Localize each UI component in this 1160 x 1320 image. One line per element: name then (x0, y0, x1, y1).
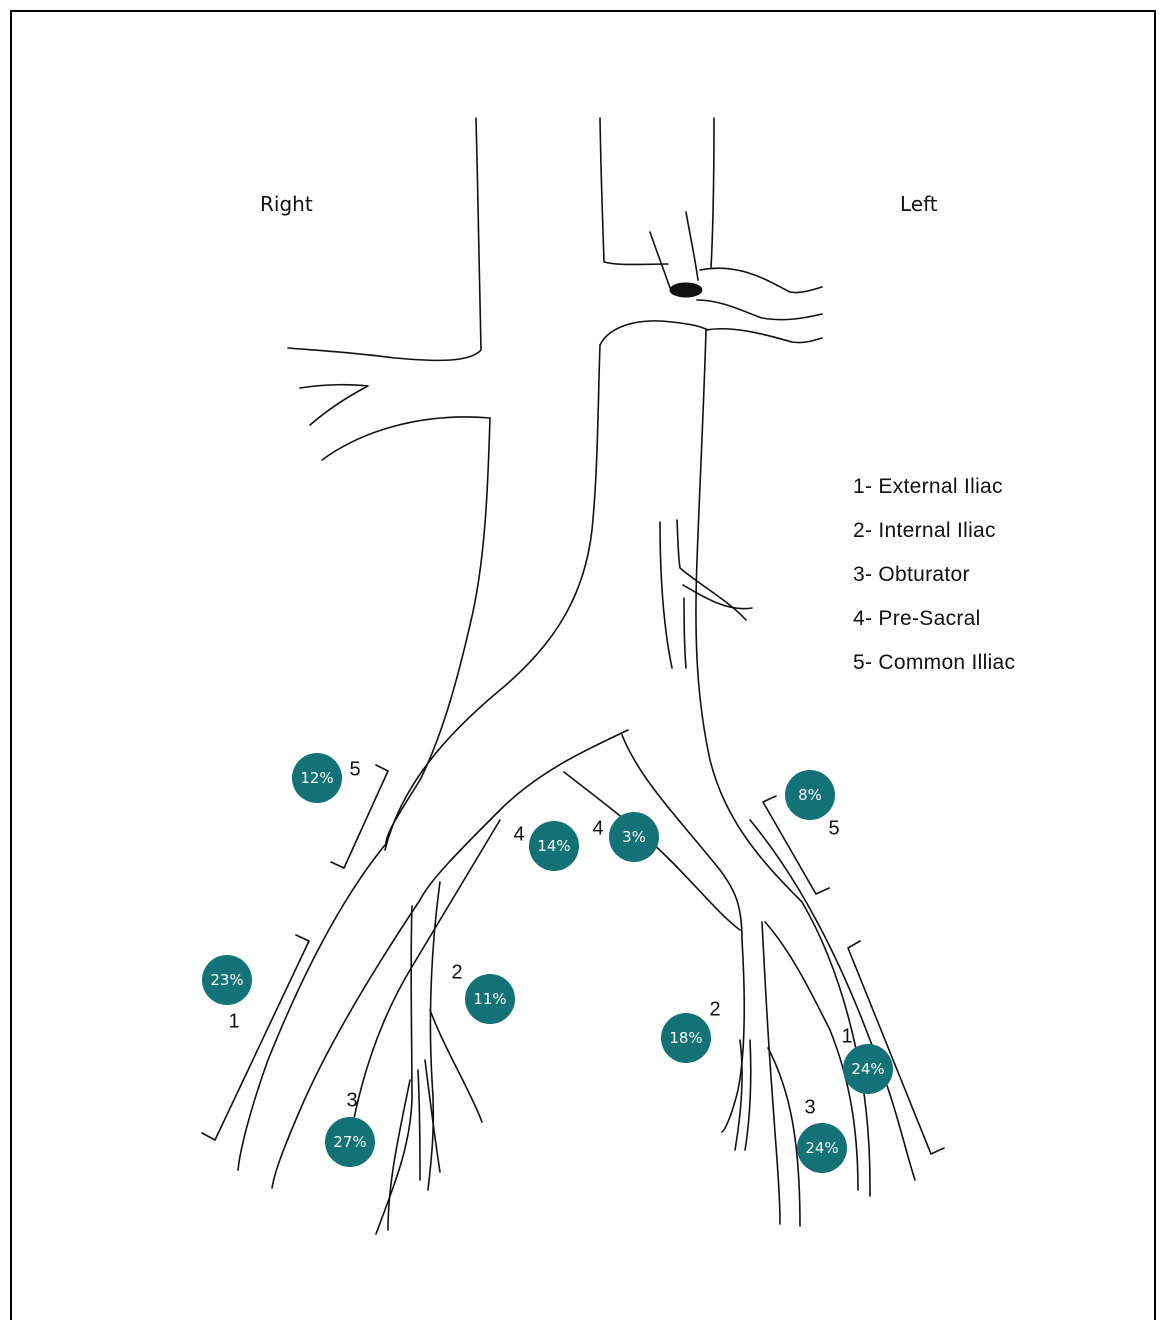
small-vessel-left-c (684, 598, 686, 668)
right-internal-b (428, 882, 440, 1190)
number-right-presacral: 4 (513, 824, 524, 847)
badge-left-external: 24% (843, 1044, 893, 1094)
vessel-lumen (670, 283, 702, 297)
right-side-label: Right (260, 192, 313, 216)
legend: 1- External Iliac 2- Internal Iliac 3- O… (853, 472, 1015, 692)
badge-right-presacral: 14% (529, 821, 579, 871)
renal-vein-left-upper (700, 268, 822, 292)
badge-left-presacral: 3% (609, 812, 659, 862)
legend-item-obturator: 3- Obturator (853, 560, 1015, 604)
legend-item-internal-iliac: 2- Internal Iliac (853, 516, 1015, 560)
badge-right-external: 23% (202, 955, 252, 1005)
left-internal-f (768, 1048, 800, 1226)
badge-right-common: 12% (292, 753, 342, 803)
ivc-right-wall (288, 118, 481, 360)
aorta-upper-right (711, 118, 714, 268)
left-side-label: Left (900, 192, 938, 216)
renal-vein-left-lower (697, 300, 822, 320)
aorta-upper-left (600, 118, 668, 265)
renal-vein-right-lower (322, 417, 490, 460)
number-left-external: 1 (841, 1026, 852, 1049)
number-right-external: 1 (228, 1011, 239, 1034)
badge-left-common: 8% (785, 770, 835, 820)
badge-left-internal: 18% (661, 1013, 711, 1063)
aorta-cross-top (600, 321, 708, 345)
ivc-wall-inner (386, 418, 490, 845)
legend-item-pre-sacral: 4- Pre-Sacral (853, 604, 1015, 648)
right-internal-f (388, 1080, 410, 1230)
number-left-obturator: 3 (804, 1097, 815, 1120)
left-internal-b (762, 922, 780, 1224)
small-vessel-left-b (677, 520, 746, 620)
number-left-common: 5 (828, 818, 839, 841)
number-right-obturator: 3 (346, 1090, 357, 1113)
aorta-left-wall (696, 330, 802, 902)
badge-left-obturator: 24% (797, 1123, 847, 1173)
small-vessel-left-a (660, 522, 672, 668)
small-branch-right (686, 212, 698, 280)
renal-vein-left-bottom (706, 329, 822, 343)
number-left-internal: 2 (709, 999, 720, 1022)
right-internal-c (430, 1010, 482, 1122)
badge-right-obturator: 27% (325, 1117, 375, 1167)
number-right-internal: 2 (451, 962, 462, 985)
legend-item-external-iliac: 1- External Iliac (853, 472, 1015, 516)
right-internal-a (376, 906, 412, 1234)
legend-item-common-iliac: 5- Common Illiac (853, 648, 1015, 692)
right-internal-e (418, 1070, 420, 1180)
left-internal-e (745, 1040, 751, 1150)
number-left-presacral: 4 (592, 818, 603, 841)
badge-right-internal: 11% (465, 974, 515, 1024)
bifurcation-center (420, 730, 628, 900)
small-branch-left (650, 232, 670, 288)
renal-vein-right-upper (300, 385, 368, 425)
number-right-common: 5 (349, 759, 360, 782)
